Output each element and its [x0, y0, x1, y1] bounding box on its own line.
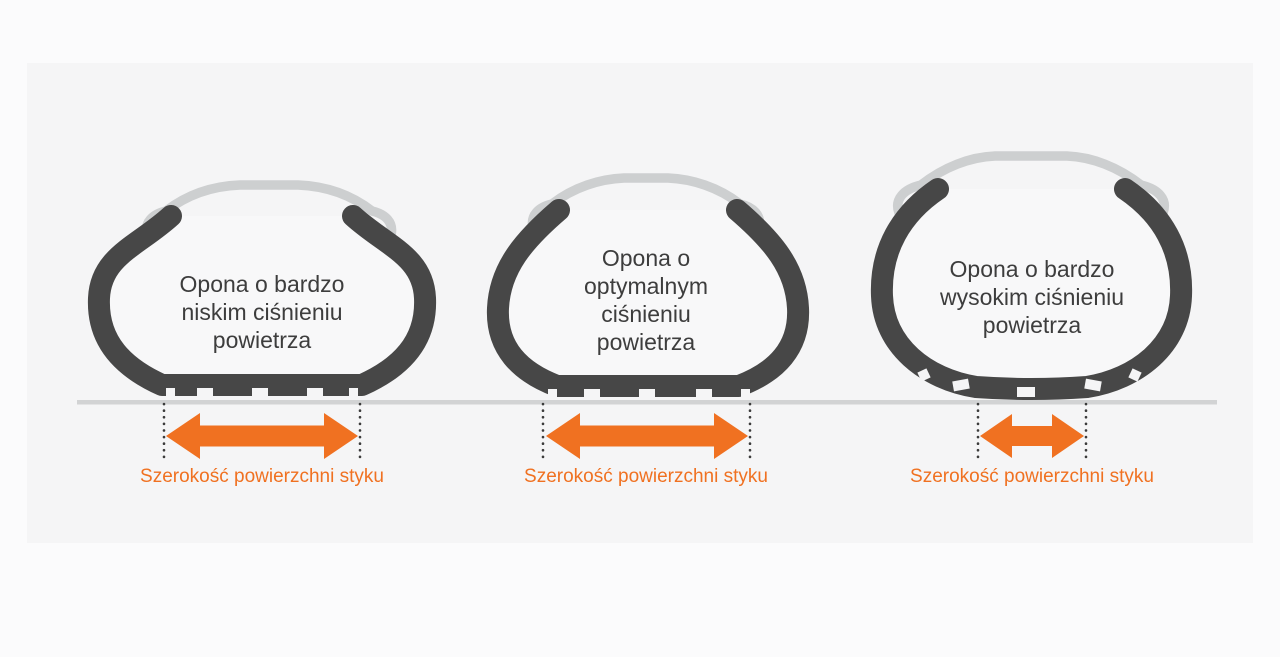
caption-line: wysokim ciśnieniu [939, 284, 1125, 310]
tread-groove [166, 388, 175, 398]
tire-caption-high-pressure: Opona o bardzo wysokim ciśnieniu powietr… [940, 255, 1124, 339]
tread-groove [307, 388, 323, 398]
tread-groove [696, 389, 712, 399]
tire-caption-optimal-pressure: Opona o optymalnym ciśnieniu powietrza [584, 244, 708, 356]
contact-width-label: Szerokość powierzchni styku [910, 466, 1154, 487]
tread-groove [639, 389, 655, 399]
tread-groove [917, 368, 931, 382]
contact-width-arrow [980, 414, 1084, 458]
caption-line: niskim ciśnieniu [181, 299, 343, 325]
ground-line [77, 400, 1217, 405]
tire-caption-low-pressure: Opona o bardzo niskim ciśnieniu powietrz… [180, 270, 345, 354]
tread-groove [349, 388, 358, 398]
tire-diagram-optimal-pressure [486, 173, 810, 465]
caption-line: powietrza [982, 312, 1082, 338]
contact-width-arrow [546, 413, 748, 459]
caption-line: powietrza [596, 329, 696, 355]
contact-width-arrow [166, 413, 358, 459]
caption-line: Opona o [601, 245, 691, 271]
contact-width-label: Szerokość powierzchni styku [524, 466, 768, 487]
caption-line: powietrza [212, 327, 312, 353]
tire-outline-shape [87, 205, 437, 396]
tread-groove [197, 388, 213, 398]
tread-groove [952, 378, 970, 392]
wheel-rim-shape [893, 151, 1169, 218]
tire-diagram-low-pressure [87, 180, 437, 465]
caption-line: optymalnym [584, 273, 708, 299]
tread-groove [252, 388, 268, 398]
tread-groove [741, 389, 750, 399]
tread-groove [1128, 368, 1142, 382]
contact-width-label: Szerokość powierzchni styku [140, 466, 384, 487]
tread-groove [1017, 387, 1035, 397]
caption-line: Opona o bardzo [179, 271, 345, 297]
caption-line: Opona o bardzo [949, 256, 1115, 282]
tread-groove [584, 389, 600, 399]
tire-outline-shape [486, 199, 810, 397]
tread-groove [548, 389, 557, 399]
tread-groove [1084, 378, 1102, 392]
caption-line: ciśnieniu [601, 301, 691, 327]
tire-diagram-high-pressure [870, 151, 1193, 465]
